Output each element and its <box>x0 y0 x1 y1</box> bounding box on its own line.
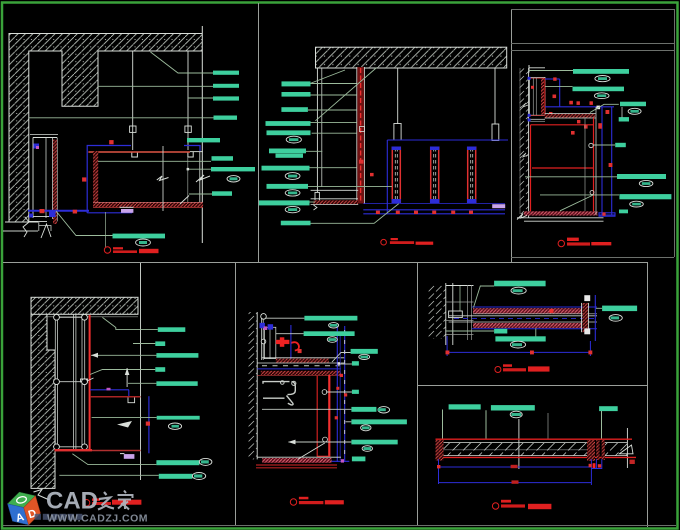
svg-text:WWW.CADZJ.COM: WWW.CADZJ.COM <box>47 513 148 525</box>
svg-text:CAD: CAD <box>46 488 98 515</box>
svg-text:A: A <box>14 511 25 525</box>
svg-text:D: D <box>27 508 38 522</box>
